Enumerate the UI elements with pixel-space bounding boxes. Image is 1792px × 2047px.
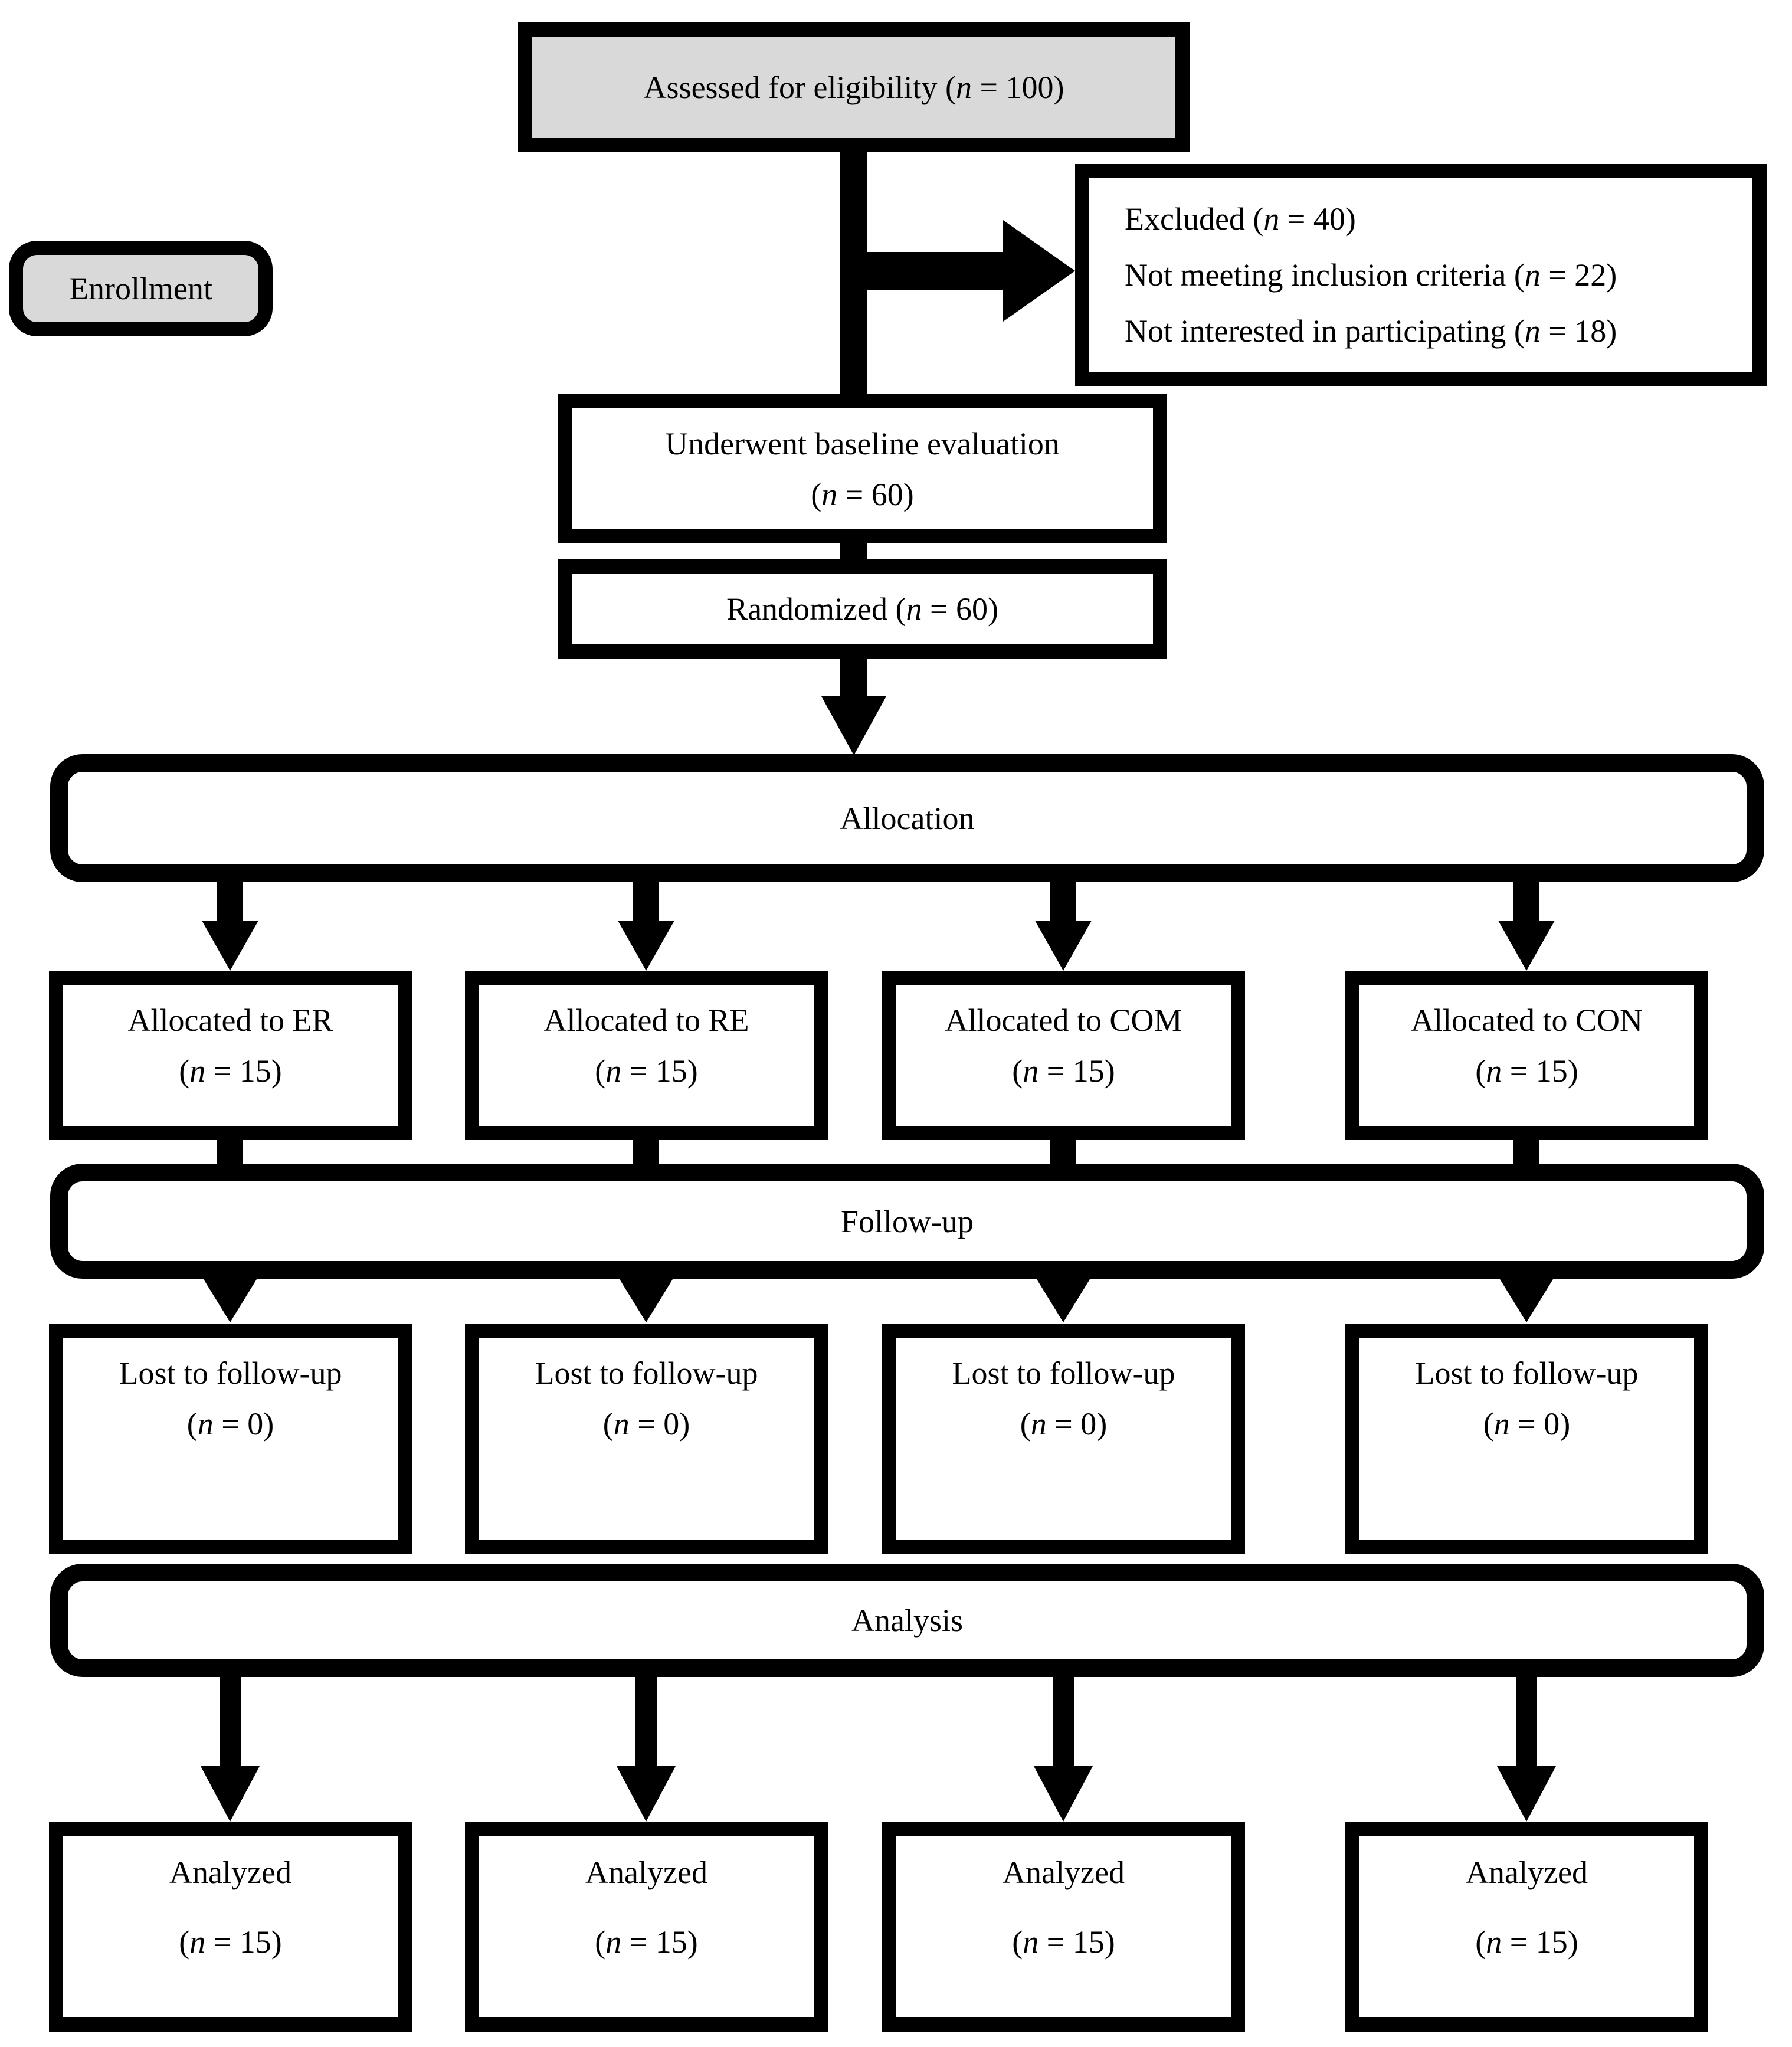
arrow-head-col2-icon (618, 921, 674, 971)
arrow-head-col4-icon (1498, 921, 1555, 971)
analysis-arrow-head-col4-icon (1497, 1766, 1556, 1822)
analyzed-2-line-2: (n = 15) (595, 1924, 698, 1960)
allocated-er-line-1: Allocated to ER (127, 1003, 333, 1038)
allocation-arrow-head-icon (821, 696, 886, 755)
analysis-arrow-stem-col1 (220, 1675, 241, 1769)
excluded-arrow-head-icon (1003, 220, 1075, 322)
followup-bar-label: Follow-up (840, 1203, 974, 1239)
analysis-arrow-stem-col2 (635, 1675, 657, 1769)
followup-arrow-col1-icon (202, 1276, 258, 1322)
allocated-re-line-1: Allocated to RE (543, 1003, 749, 1038)
analyzed-box-1: Analyzed (n = 15) (49, 1822, 412, 2032)
lost-followup-box-1: Lost to follow-up (n = 0) (49, 1324, 412, 1554)
analyzed-box-3: Analyzed (n = 15) (882, 1822, 1245, 2032)
analysis-arrow-head-col3-icon (1034, 1766, 1093, 1822)
allocated-re-line-2: (n = 15) (595, 1053, 698, 1089)
lost-1-line-2: (n = 0) (186, 1406, 274, 1442)
allocated-er-box: Allocated to ER (n = 15) (49, 971, 412, 1140)
allocated-er-line-2: (n = 15) (179, 1053, 282, 1089)
lost-2-line-1: Lost to follow-up (535, 1355, 758, 1391)
lost-4-line-2: (n = 0) (1483, 1406, 1571, 1442)
lost-3-line-1: Lost to follow-up (952, 1355, 1175, 1391)
baseline-line-2: (n = 60) (811, 476, 914, 512)
stub-col1-followup (217, 1138, 243, 1165)
connector-trunk-line (840, 148, 867, 398)
allocation-bar-label: Allocation (840, 800, 975, 836)
allocation-bar: Allocation (50, 754, 1764, 882)
arrow-stem-col2 (633, 879, 659, 923)
excluded-line-2: Not meeting inclusion criteria (n = 22) (1125, 257, 1617, 293)
lost-4-line-1: Lost to follow-up (1415, 1355, 1639, 1391)
arrow-head-col1-icon (202, 921, 258, 971)
allocated-com-box: Allocated to COM (n = 15) (882, 971, 1245, 1140)
baseline-evaluation-box: Underwent baseline evaluation (n = 60) (558, 394, 1167, 543)
allocated-con-line-1: Allocated to CON (1411, 1003, 1643, 1038)
analyzed-4-line-2: (n = 15) (1475, 1924, 1578, 1960)
allocated-com-line-2: (n = 15) (1012, 1053, 1115, 1089)
allocated-con-line-2: (n = 15) (1475, 1053, 1578, 1089)
analysis-arrow-head-col2-icon (617, 1766, 676, 1822)
enrollment-label: Enrollment (69, 271, 212, 306)
analysis-bar: Analysis (50, 1564, 1764, 1677)
analyzed-box-2: Analyzed (n = 15) (465, 1822, 828, 2032)
lost-3-line-2: (n = 0) (1020, 1406, 1108, 1442)
followup-bar: Follow-up (50, 1164, 1764, 1279)
arrow-stem-col3 (1050, 879, 1076, 923)
lost-2-line-2: (n = 0) (602, 1406, 690, 1442)
analyzed-1-line-1: Analyzed (169, 1855, 291, 1890)
arrow-stem-col4 (1513, 879, 1539, 923)
analysis-arrow-stem-col4 (1516, 1675, 1537, 1769)
analyzed-1-line-2: (n = 15) (179, 1924, 282, 1960)
stub-col4-followup (1513, 1138, 1539, 1165)
excluded-box: Excluded (n = 40) Not meeting inclusion … (1075, 164, 1767, 386)
analyzed-4-line-1: Analyzed (1466, 1855, 1588, 1890)
excluded-arrow-stem (866, 252, 1005, 290)
analyzed-3-line-2: (n = 15) (1012, 1924, 1115, 1960)
assessed-eligibility-box: Assessed for eligibility (n = 100) (518, 22, 1190, 152)
arrow-head-col3-icon (1035, 921, 1092, 971)
stub-col2-followup (633, 1138, 659, 1165)
analysis-bar-label: Analysis (851, 1603, 963, 1638)
allocated-com-line-1: Allocated to COM (945, 1003, 1182, 1038)
excluded-line-3: Not interested in participating (n = 18) (1125, 313, 1617, 349)
analyzed-3-line-1: Analyzed (1003, 1855, 1125, 1890)
enrollment-box: Enrollment (9, 241, 273, 336)
randomized-box: Randomized (n = 60) (558, 559, 1167, 659)
allocation-arrow-stem (840, 656, 867, 697)
stub-col3-followup (1050, 1138, 1076, 1165)
lost-1-line-1: Lost to follow-up (119, 1355, 342, 1391)
analysis-arrow-head-col1-icon (201, 1766, 260, 1822)
baseline-line-1: Underwent baseline evaluation (665, 425, 1060, 461)
arrow-stem-col1 (217, 879, 243, 923)
lost-followup-box-4: Lost to follow-up (n = 0) (1345, 1324, 1708, 1554)
followup-arrow-col2-icon (618, 1276, 674, 1322)
randomized-label: Randomized (n = 60) (726, 591, 998, 627)
analysis-arrow-stem-col3 (1053, 1675, 1074, 1769)
lost-followup-box-2: Lost to follow-up (n = 0) (465, 1324, 828, 1554)
followup-arrow-col4-icon (1498, 1276, 1555, 1322)
followup-arrow-col3-icon (1035, 1276, 1092, 1322)
excluded-line-1: Excluded (n = 40) (1125, 201, 1356, 237)
analyzed-2-line-1: Analyzed (585, 1855, 707, 1890)
allocated-re-box: Allocated to RE (n = 15) (465, 971, 828, 1140)
lost-followup-box-3: Lost to follow-up (n = 0) (882, 1324, 1245, 1554)
assessed-eligibility-label: Assessed for eligibility (n = 100) (643, 70, 1064, 105)
allocated-con-box: Allocated to CON (n = 15) (1345, 971, 1708, 1140)
analyzed-box-4: Analyzed (n = 15) (1345, 1822, 1708, 2032)
